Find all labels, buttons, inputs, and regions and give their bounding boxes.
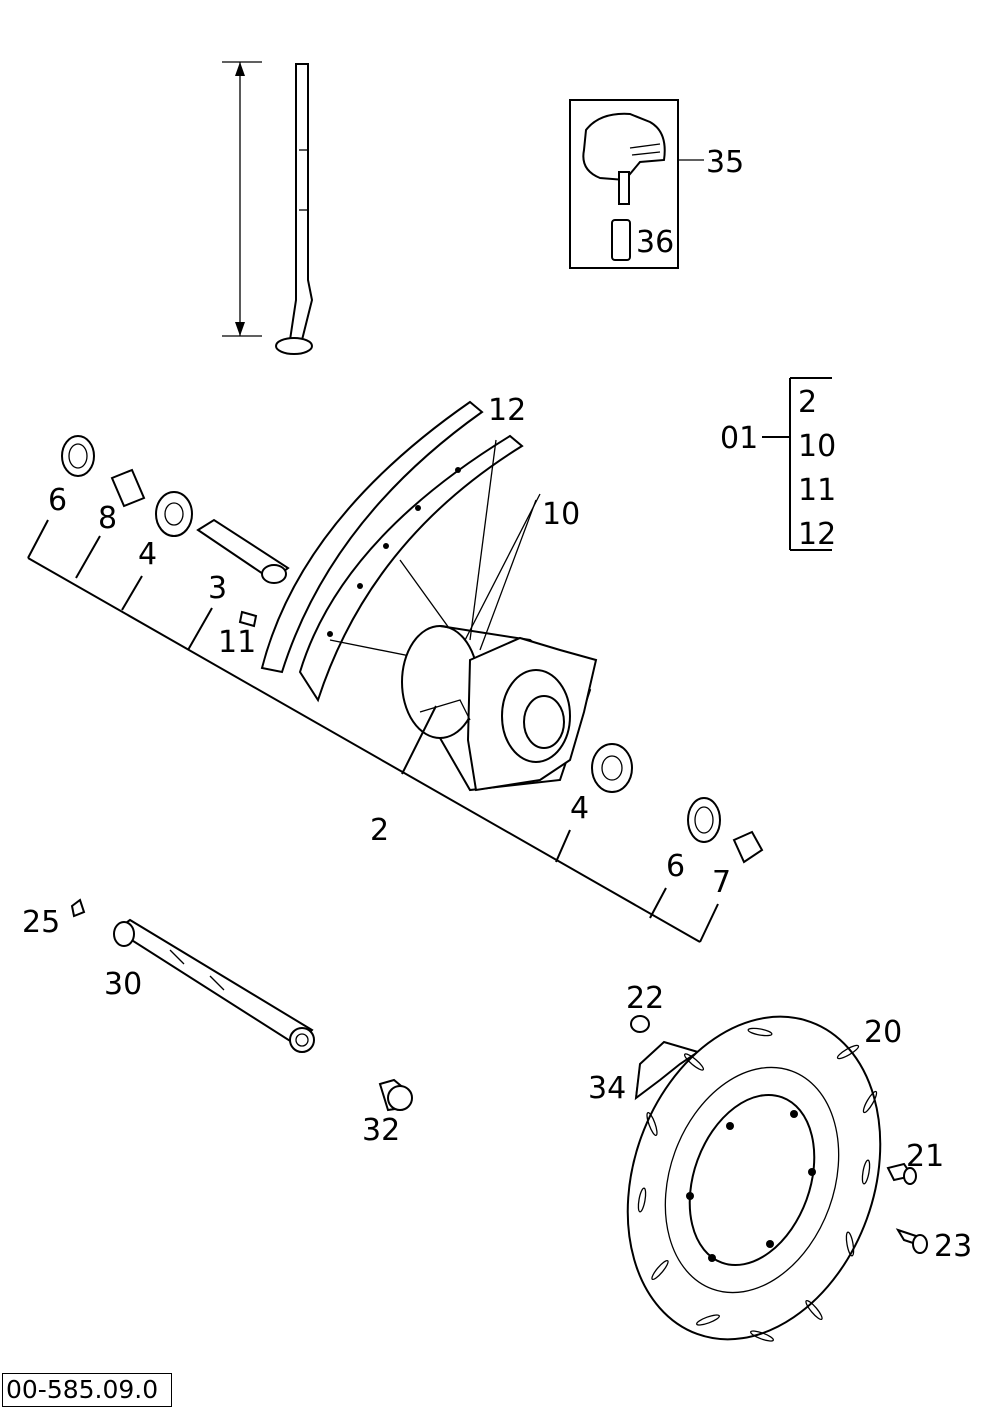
label-2: 2 xyxy=(370,813,389,848)
brake-disc xyxy=(626,1015,882,1342)
label-21: 21 xyxy=(906,1139,944,1174)
assembly-item-3: 11 xyxy=(798,473,836,508)
assembly-item-1: 2 xyxy=(798,385,817,420)
spoke-dimension-drawing xyxy=(222,61,314,355)
hub xyxy=(401,625,598,792)
label-11: 11 xyxy=(218,625,256,660)
assembly-item-2: 10 xyxy=(798,429,836,464)
label-20: 20 xyxy=(864,1015,902,1050)
label-10: 10 xyxy=(542,497,580,532)
rim-segment xyxy=(260,400,524,703)
label-6-left: 6 xyxy=(48,483,67,518)
label-8: 8 xyxy=(98,501,117,536)
label-35: 35 xyxy=(706,145,744,180)
label-4-right: 4 xyxy=(570,791,589,826)
disc-hardware xyxy=(630,1015,701,1101)
label-36: 36 xyxy=(636,225,674,260)
label-30: 30 xyxy=(104,967,142,1002)
screw-32 xyxy=(378,1078,413,1112)
drawing-code-box xyxy=(2,1373,172,1407)
label-3: 3 xyxy=(208,571,227,606)
drawing-code: 00-585.09.0 xyxy=(6,1375,159,1404)
label-6-right: 6 xyxy=(666,849,685,884)
label-25: 25 xyxy=(22,905,60,940)
assembly-bracket xyxy=(762,377,832,551)
label-12-top: 12 xyxy=(488,393,526,428)
disc-bolts xyxy=(886,1162,928,1254)
label-22: 22 xyxy=(626,981,664,1016)
assembly-item-4: 12 xyxy=(798,517,836,552)
label-4-left: 4 xyxy=(138,537,157,572)
part-labels: 35 36 12 10 01 6 8 4 3 11 2 4 6 7 25 30 … xyxy=(22,145,972,1264)
label-32: 32 xyxy=(362,1113,400,1148)
label-34: 34 xyxy=(588,1071,626,1106)
label-23: 23 xyxy=(934,1229,972,1264)
valve-parts-box xyxy=(569,99,704,269)
label-01: 01 xyxy=(720,421,758,456)
assembly-list: 2 10 11 12 xyxy=(798,385,836,552)
right-hub-parts xyxy=(591,743,764,864)
exploded-axis-line xyxy=(27,519,719,943)
left-hub-parts xyxy=(61,435,290,628)
axle xyxy=(70,898,315,1053)
label-7: 7 xyxy=(712,865,731,900)
